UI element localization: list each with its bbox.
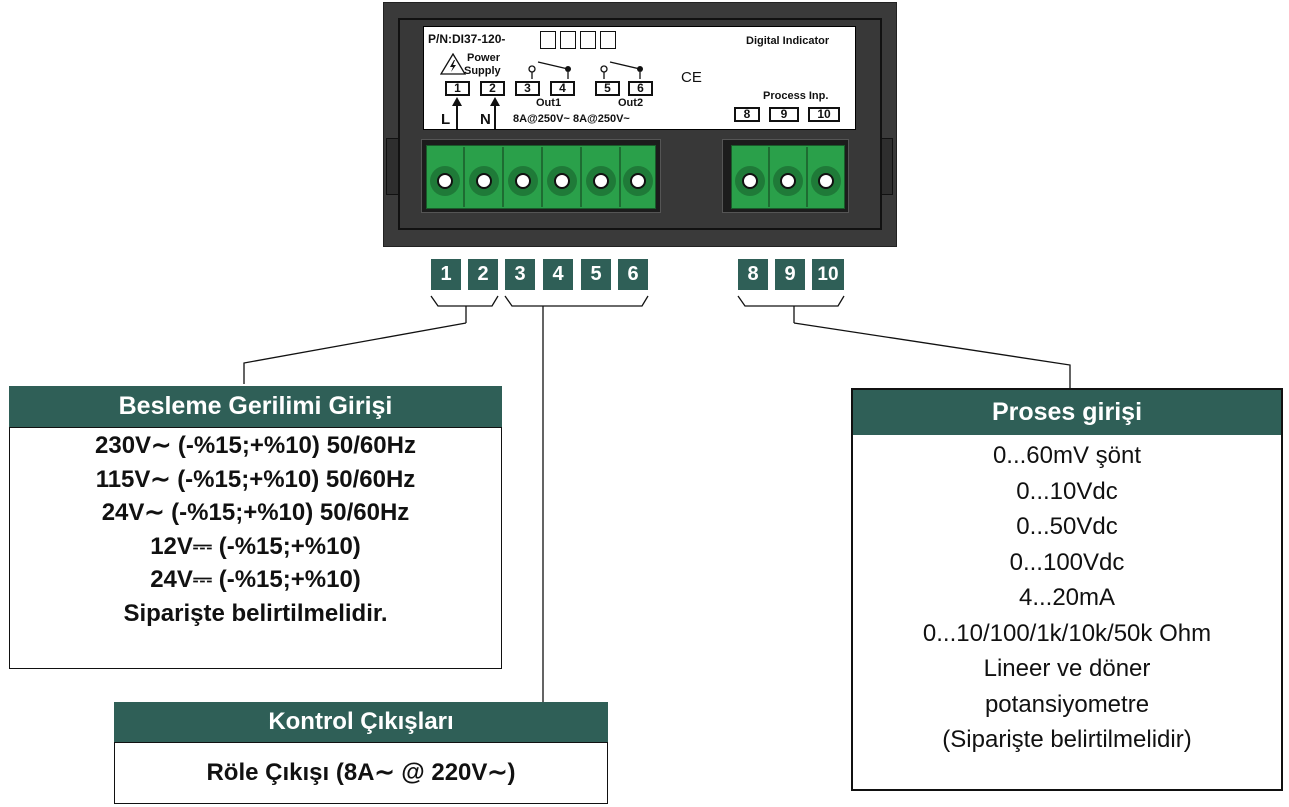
terminal-tab-2: 2 [468, 259, 498, 290]
plate-terminal-6: 6 [628, 81, 653, 96]
terminal-tab-1: 1 [431, 259, 461, 290]
process-spec-line: 0...60mV şönt [992, 442, 1142, 469]
control-box-header: Kontrol Çıkışları [114, 702, 608, 742]
process-spec-line: 0...50Vdc [1016, 513, 1118, 540]
process-spec-line: potansiyometre [984, 690, 1150, 718]
plate-terminal-5: 5 [595, 81, 620, 96]
screw-terminal-icon [469, 147, 504, 207]
screw-terminal-icon [586, 147, 621, 207]
power-spec-line: 230V∼ (-%15;+%10) 50/60Hz [95, 432, 416, 459]
plate-terminal-9: 9 [769, 107, 799, 122]
supply-label: Supply [464, 65, 501, 77]
part-number: P/N:DI37-120- [428, 32, 506, 46]
device-title: Digital Indicator [746, 35, 830, 47]
terminal-tab-10: 10 [812, 259, 844, 290]
high-voltage-warning-icon [440, 53, 466, 75]
power-box-header: Besleme Gerilimi Girişi [9, 386, 502, 427]
process-spec-line: 0...10/100/1k/10k/50k Ohm [922, 619, 1212, 647]
screw-terminal-icon [811, 166, 841, 196]
process-spec-line: Lineer ve döner [983, 655, 1151, 682]
power-spec-line: 24V∼ (-%15;+%10) 50/60Hz [101, 499, 410, 526]
terminal-tab-6: 6 [618, 259, 648, 290]
terminal-tab-8: 8 [738, 259, 768, 290]
plate-terminal-4: 4 [550, 81, 575, 96]
plate-terminal-1: 1 [445, 81, 470, 96]
process-order-note: (Siparişte belirtilmelidir) [942, 726, 1192, 753]
power-spec-line: 12V⎓ (-%15;+%10) [150, 532, 361, 560]
process-spec-line: 4...20mA [1018, 584, 1116, 611]
screw-terminal-icon [508, 147, 543, 207]
out1-label: Out1 [536, 97, 562, 109]
plate-terminal-2: 2 [480, 81, 505, 96]
process-input-label: Process Inp. [763, 90, 829, 102]
process-box-header: Proses girişi [853, 390, 1281, 435]
control-spec-line: Röle Çıkışı (8A∼ @ 220V∼) [206, 759, 516, 786]
terminal-tab-9: 9 [775, 259, 805, 290]
device-label-plate: P/N:DI37-120- Digital Indicator Power Su… [423, 26, 856, 130]
power-spec-line: 24V⎓ (-%15;+%10) [150, 566, 361, 593]
part-number-slot [580, 31, 596, 49]
screw-terminal-icon [735, 147, 770, 207]
plate-terminal-10: 10 [808, 107, 840, 122]
screw-terminal-icon [623, 166, 653, 196]
line-label: L [441, 111, 451, 128]
plate-terminal-8: 8 [734, 107, 760, 122]
screw-terminal-icon [430, 147, 465, 207]
part-number-slot [600, 31, 616, 49]
out2-label: Out2 [618, 97, 644, 109]
line-arrow-icon [452, 97, 462, 129]
relay-contact-icon [600, 61, 643, 79]
power-box: 230V∼ (-%15;+%10) 50/60Hz 115V∼ (-%15;+%… [9, 427, 502, 669]
terminal-tab-4: 4 [543, 259, 573, 290]
neutral-arrow-icon [490, 97, 500, 129]
ce-mark: CE [681, 69, 702, 86]
left-terminal-block [426, 145, 656, 209]
right-terminal-block [731, 145, 845, 209]
plate-terminal-3: 3 [515, 81, 540, 96]
neutral-label: N [480, 111, 491, 128]
terminal-tab-3: 3 [505, 259, 535, 290]
power-spec-line: 115V∼ (-%15;+%10) 50/60Hz [95, 465, 416, 493]
process-spec-line: 0...10Vdc [1016, 477, 1118, 505]
terminal-tab-5: 5 [581, 259, 611, 290]
part-number-slot [560, 31, 576, 49]
screw-terminal-icon [773, 147, 808, 207]
process-spec-line: 0...100Vdc [1009, 548, 1125, 576]
control-box: Röle Çıkışı (8A∼ @ 220V∼) [114, 742, 608, 804]
power-label: Power [467, 52, 501, 64]
screw-terminal-icon [547, 147, 582, 207]
relay-rating-label: 8A@250V~ 8A@250V~ [513, 113, 630, 125]
process-box: Proses girişi 0...60mV şönt 0...10Vdc 0.… [851, 388, 1283, 791]
power-order-note: Siparişte belirtilmelidir. [123, 599, 388, 627]
part-number-slot [540, 31, 556, 49]
relay-contact-icon [528, 61, 571, 79]
